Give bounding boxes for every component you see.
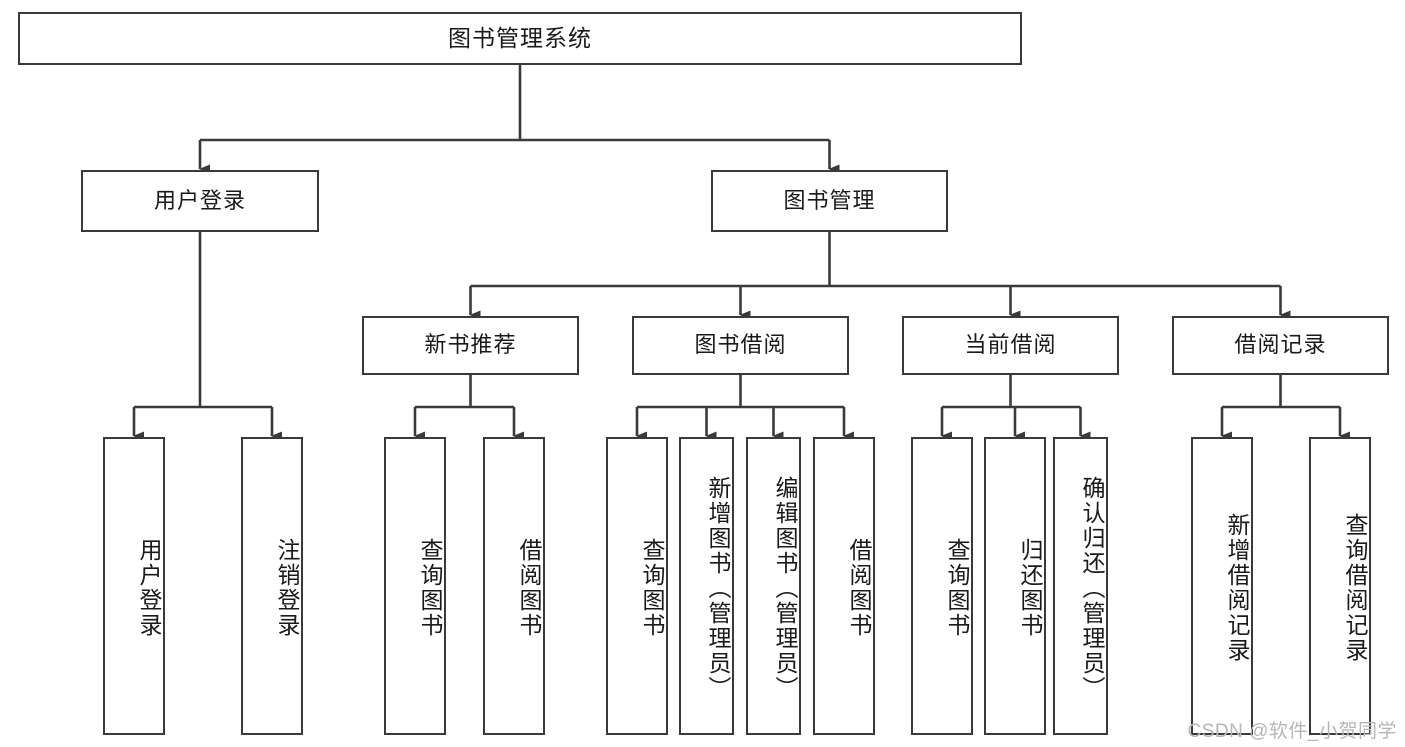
node-label: 查询借阅记录: [1342, 513, 1368, 663]
node-label: 图书管理系统: [448, 24, 592, 51]
node-book-management[interactable]: 图书管理: [711, 170, 948, 232]
watermark-text: CSDN @软件_小贺同学: [1187, 721, 1397, 742]
node-current-borrowing[interactable]: 当前借阅: [902, 316, 1119, 375]
node-label: 确认归还（管理员）: [1079, 475, 1105, 701]
node-label: 新书推荐: [424, 332, 517, 358]
node-label: 借阅图书: [846, 538, 872, 638]
node-label: 用户登录: [153, 187, 246, 213]
leaf-add-borrow-record[interactable]: 新增借阅记录: [1191, 437, 1253, 735]
leaf-query-book-2[interactable]: 查询图书: [606, 437, 668, 735]
node-label: 借阅记录: [1234, 332, 1327, 358]
node-root[interactable]: 图书管理系统: [18, 12, 1022, 65]
node-label: 借阅图书: [516, 538, 542, 638]
leaf-query-borrow-record[interactable]: 查询借阅记录: [1309, 437, 1371, 735]
node-label: 编辑图书（管理员）: [772, 475, 798, 701]
node-label: 查询图书: [639, 538, 665, 638]
node-label: 当前借阅: [964, 332, 1057, 358]
node-book-borrowing[interactable]: 图书借阅: [632, 316, 849, 375]
node-label: 图书借阅: [694, 332, 787, 358]
node-label: 归还图书: [1017, 538, 1043, 638]
node-label: 查询图书: [417, 538, 443, 638]
leaf-user-login[interactable]: 用户登录: [103, 437, 165, 735]
node-label: 新增借阅记录: [1224, 513, 1250, 663]
node-label: 查询图书: [944, 538, 970, 638]
leaf-logout[interactable]: 注销登录: [241, 437, 303, 735]
leaf-borrow-book-2[interactable]: 借阅图书: [813, 437, 875, 735]
leaf-query-book-3[interactable]: 查询图书: [911, 437, 973, 735]
node-label: 新增图书（管理员）: [705, 475, 731, 701]
leaf-return-book[interactable]: 归还图书: [984, 437, 1046, 735]
node-user-login[interactable]: 用户登录: [81, 170, 319, 232]
node-label: 图书管理: [783, 187, 876, 213]
node-label: 注销登录: [274, 538, 300, 638]
leaf-edit-book-admin[interactable]: 编辑图书（管理员）: [746, 437, 801, 735]
leaf-add-book-admin[interactable]: 新增图书（管理员）: [679, 437, 734, 735]
node-new-book-recommendation[interactable]: 新书推荐: [362, 316, 579, 375]
node-label: 用户登录: [136, 538, 162, 638]
leaf-confirm-return-admin[interactable]: 确认归还（管理员）: [1053, 437, 1108, 735]
leaf-query-book-1[interactable]: 查询图书: [384, 437, 446, 735]
node-borrow-records[interactable]: 借阅记录: [1172, 316, 1389, 375]
leaf-borrow-book-1[interactable]: 借阅图书: [483, 437, 545, 735]
